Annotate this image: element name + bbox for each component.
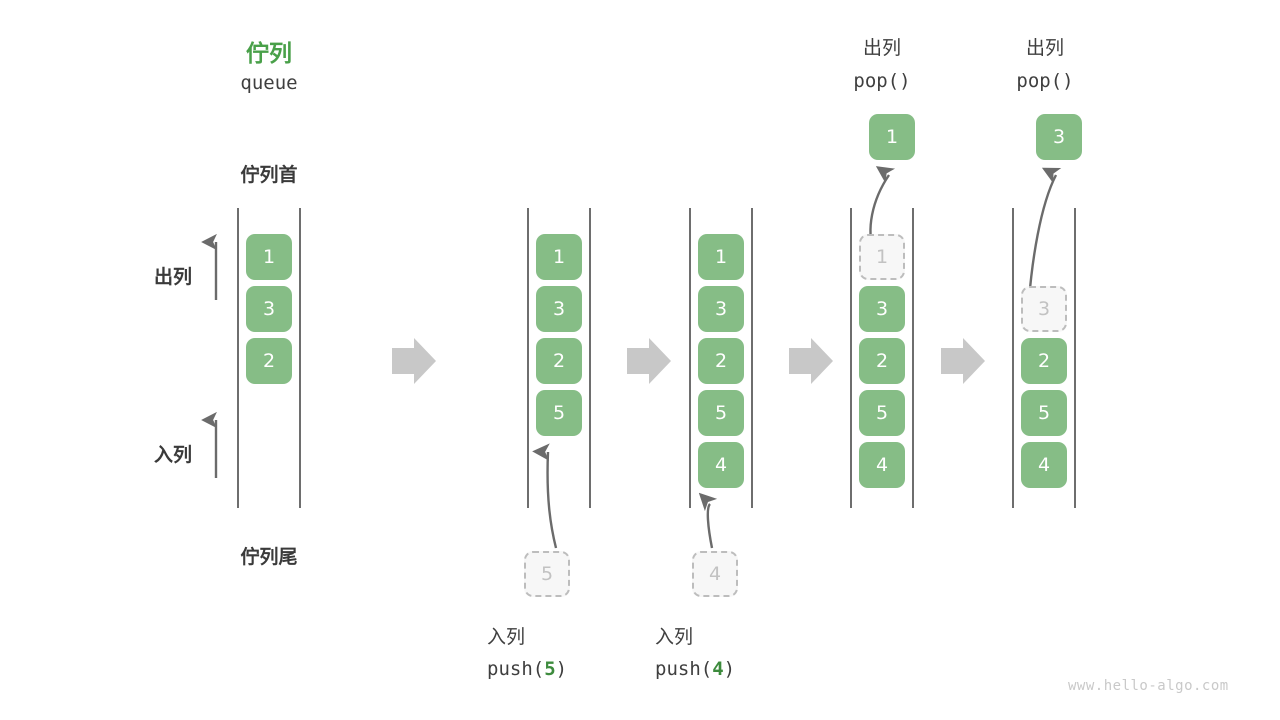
diagram-title-en: queue <box>240 72 298 94</box>
enqueue-label: 入列 <box>153 444 192 466</box>
push4-code-prefix: push( <box>655 658 713 680</box>
diagram-title-zh: 佇列 <box>246 41 292 67</box>
pop1-op-code: pop() <box>822 70 942 92</box>
pending-push-cell: 5 <box>524 551 570 597</box>
push4-code-arg: 4 <box>712 658 724 680</box>
queue-cell: 1 <box>536 234 582 280</box>
queue-cell: 5 <box>536 390 582 436</box>
push5-code-suffix: ) <box>555 658 568 680</box>
queue-cell: 1 <box>246 234 292 280</box>
queue-cell: 1 <box>698 234 744 280</box>
queue-head-label: 佇列首 <box>240 164 298 186</box>
queue-cell: 3 <box>246 286 292 332</box>
pop3-op-code: pop() <box>985 70 1105 92</box>
push5-code-prefix: push( <box>487 658 545 680</box>
step-arrow-2 <box>627 338 671 384</box>
push5-code-arg: 5 <box>544 658 556 680</box>
push-arrow-col2 <box>532 443 558 549</box>
dequeue-label: 出列 <box>153 266 192 288</box>
push5-op-code: push(5) <box>487 658 667 680</box>
queue-cell: 5 <box>859 390 905 436</box>
step-arrow-4 <box>941 338 985 384</box>
push-arrow-col3 <box>698 492 718 549</box>
push5-op-label: 入列 <box>487 626 526 648</box>
queue-cell: 2 <box>859 338 905 384</box>
queue-cell: 3 <box>698 286 744 332</box>
pop3-code-suffix: ) <box>1062 70 1074 92</box>
pop1-code-suffix: ) <box>899 70 911 92</box>
queue-cell: 4 <box>1021 442 1067 488</box>
queue-cell: 2 <box>536 338 582 384</box>
pop3-op-label: 出列 <box>1025 37 1064 59</box>
popped-slot-cell: 3 <box>1021 286 1067 332</box>
queue-cell: 3 <box>536 286 582 332</box>
pop1-op-label: 出列 <box>862 37 901 59</box>
popped-slot-cell: 1 <box>859 234 905 280</box>
push4-op-code: push(4) <box>655 658 835 680</box>
pop-arrow-col5 <box>1027 167 1062 301</box>
queue-cell: 5 <box>698 390 744 436</box>
step-arrow-3 <box>789 338 833 384</box>
site-watermark: www.hello-algo.com <box>1068 678 1229 694</box>
queue-cell: 4 <box>698 442 744 488</box>
queue-cell: 5 <box>1021 390 1067 436</box>
push4-op-label: 入列 <box>655 626 694 648</box>
queue-tail-label: 佇列尾 <box>240 546 298 568</box>
queue-cell: 4 <box>859 442 905 488</box>
queue-cell: 2 <box>1021 338 1067 384</box>
queue-cell: 3 <box>859 286 905 332</box>
popped-value-cell: 3 <box>1036 114 1082 160</box>
queue-cell: 2 <box>698 338 744 384</box>
step-arrow-1 <box>392 338 436 384</box>
queue-cell: 2 <box>246 338 292 384</box>
pop1-code-prefix: pop( <box>853 70 900 92</box>
push4-code-suffix: ) <box>723 658 736 680</box>
pending-push-cell: 4 <box>692 551 738 597</box>
popped-value-cell: 1 <box>869 114 915 160</box>
pop3-code-prefix: pop( <box>1016 70 1063 92</box>
